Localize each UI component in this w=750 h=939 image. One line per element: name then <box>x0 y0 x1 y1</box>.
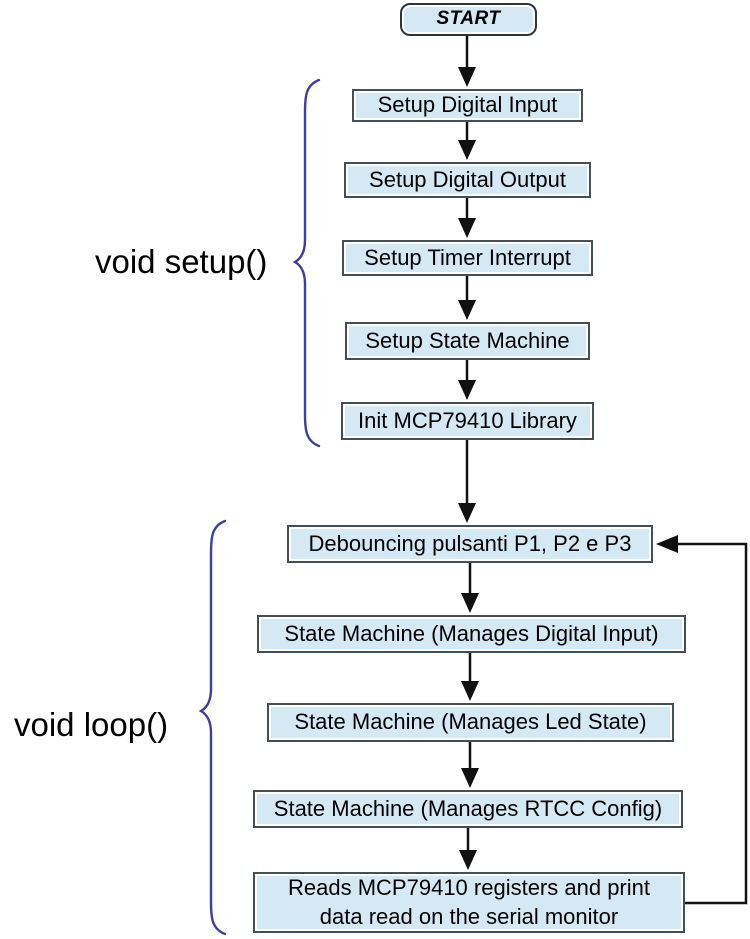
flow-node-setup-digital-output: Setup Digital Output <box>344 162 591 198</box>
flow-node-debouncing-pulsanti: Debouncing pulsanti P1, P2 e P3 <box>287 525 653 563</box>
flow-node-sm-digital-input: State Machine (Manages Digital Input) <box>257 615 686 653</box>
arrow-left-icon <box>656 535 678 553</box>
arrow-down-icon <box>458 440 476 523</box>
setup-brace-icon <box>292 78 321 448</box>
flow-node-reads-mcp79410: Reads MCP79410 registers and print data … <box>253 872 685 933</box>
flow-node-setup-state-machine: Setup State Machine <box>345 322 590 360</box>
void-setup-label: void setup() <box>95 243 268 280</box>
loopback-connector <box>656 535 748 905</box>
flow-node-sm-rtcc-config: State Machine (Manages RTCC Config) <box>253 790 683 828</box>
flow-node-start: START <box>400 3 537 36</box>
flow-node-setup-timer-interrupt: Setup Timer Interrupt <box>342 240 593 276</box>
arrow-down-icon <box>461 653 479 701</box>
arrow-down-icon <box>459 828 477 870</box>
arrow-down-icon <box>458 121 476 160</box>
arrow-down-icon <box>461 742 479 788</box>
arrow-down-icon <box>461 563 479 613</box>
flow-node-init-mcp79410-library: Init MCP79410 Library <box>341 402 594 440</box>
flow-node-setup-digital-input: Setup Digital Input <box>352 89 583 122</box>
arrow-down-icon <box>458 276 476 320</box>
arrow-down-icon <box>458 35 476 87</box>
loop-brace-icon <box>198 519 227 936</box>
arrow-down-icon <box>458 198 476 238</box>
arrow-down-icon <box>458 360 476 400</box>
flow-node-sm-led-state: State Machine (Manages Led State) <box>267 703 674 742</box>
void-loop-label: void loop() <box>14 706 169 743</box>
